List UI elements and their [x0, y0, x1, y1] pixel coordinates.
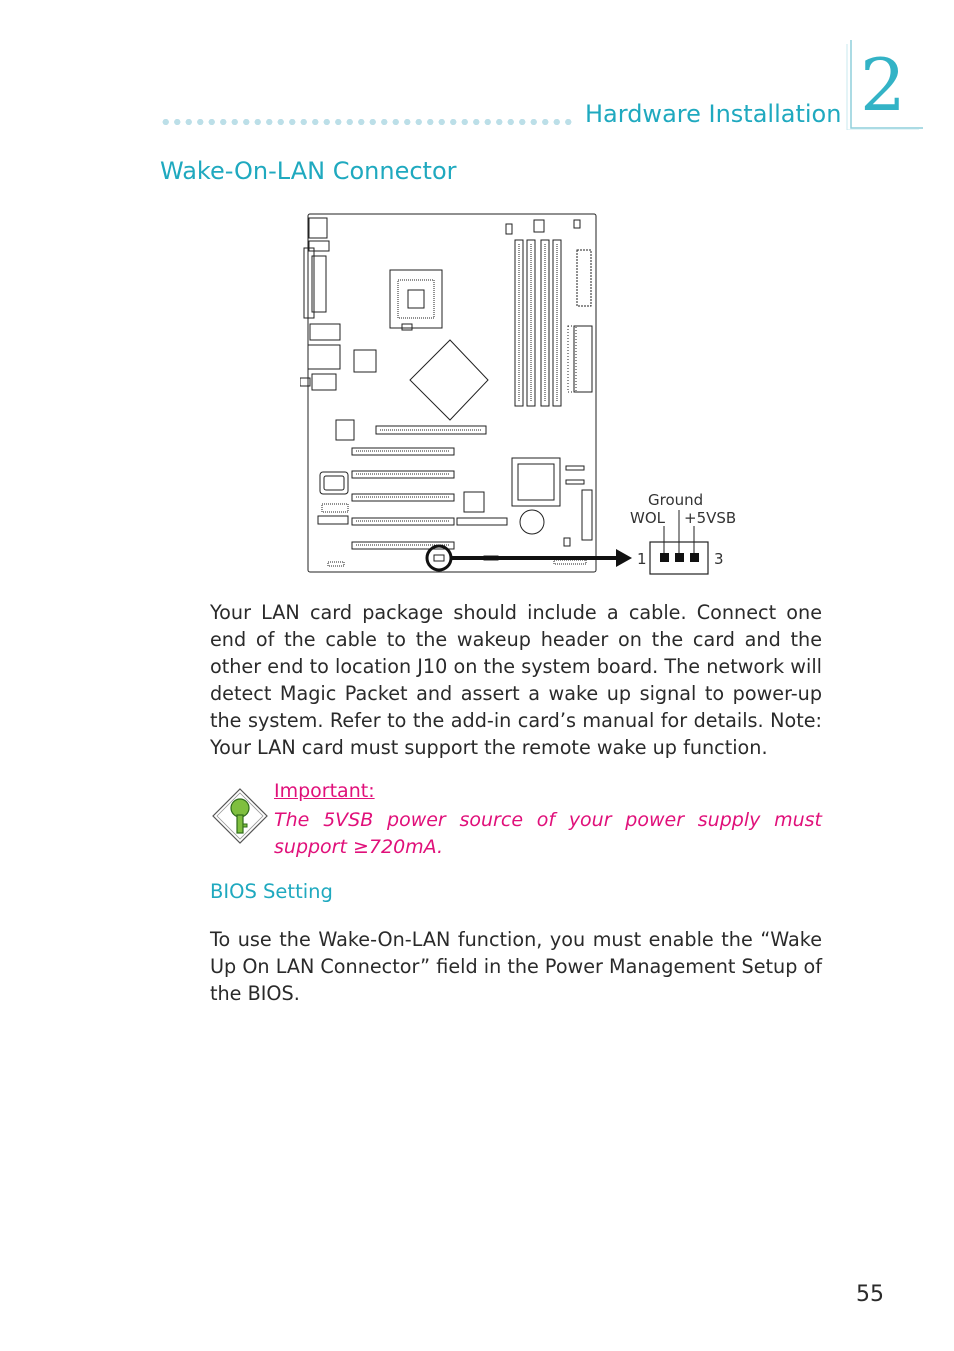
agp-slot	[375, 425, 487, 435]
page-heading: Wake-On-LAN Connector	[160, 157, 457, 185]
chapter-number: 2	[860, 43, 906, 127]
page-number: 55	[856, 1282, 884, 1307]
battery	[519, 509, 545, 535]
paragraph-bios-setting: To use the Wake-On-LAN function, you mus…	[210, 928, 822, 1005]
pin3-label: 3	[714, 550, 724, 568]
important-title: Important:	[274, 780, 375, 802]
bios-setting-heading: BIOS Setting	[210, 880, 333, 903]
audio-jacks	[311, 373, 337, 391]
north-bridge	[409, 339, 489, 421]
pci-slots	[351, 447, 508, 550]
section-title: Hardware Installation	[585, 100, 842, 128]
key-icon	[212, 788, 268, 844]
atx-power	[576, 249, 592, 307]
usb-lan-port	[307, 344, 341, 370]
ground-label: Ground	[648, 491, 703, 509]
parallel-port	[303, 247, 315, 319]
j10-highlight-circle	[425, 544, 453, 572]
south-bridge	[511, 457, 561, 507]
wol-connector-detail	[649, 510, 709, 575]
chapter-tab	[846, 40, 923, 130]
pointer-arrowhead	[616, 549, 632, 567]
important-text: The 5VSB power source of your power supp…	[274, 809, 822, 858]
board-outline	[307, 213, 597, 573]
pin1-label: 1	[637, 550, 647, 568]
wol-label: WOL	[630, 509, 666, 527]
cpu-socket	[389, 269, 443, 329]
paragraph-wol-description: Your LAN card package should include a c…	[210, 601, 822, 759]
j10-header	[433, 554, 445, 562]
header-dot-rule	[160, 118, 575, 126]
motherboard-diagram: Ground WOL +5VSB 1 3	[300, 213, 736, 575]
dimm-slots	[514, 239, 562, 407]
serial-port	[311, 255, 327, 313]
ps2-ports	[308, 217, 328, 239]
vsb-label: +5VSB	[684, 509, 736, 527]
